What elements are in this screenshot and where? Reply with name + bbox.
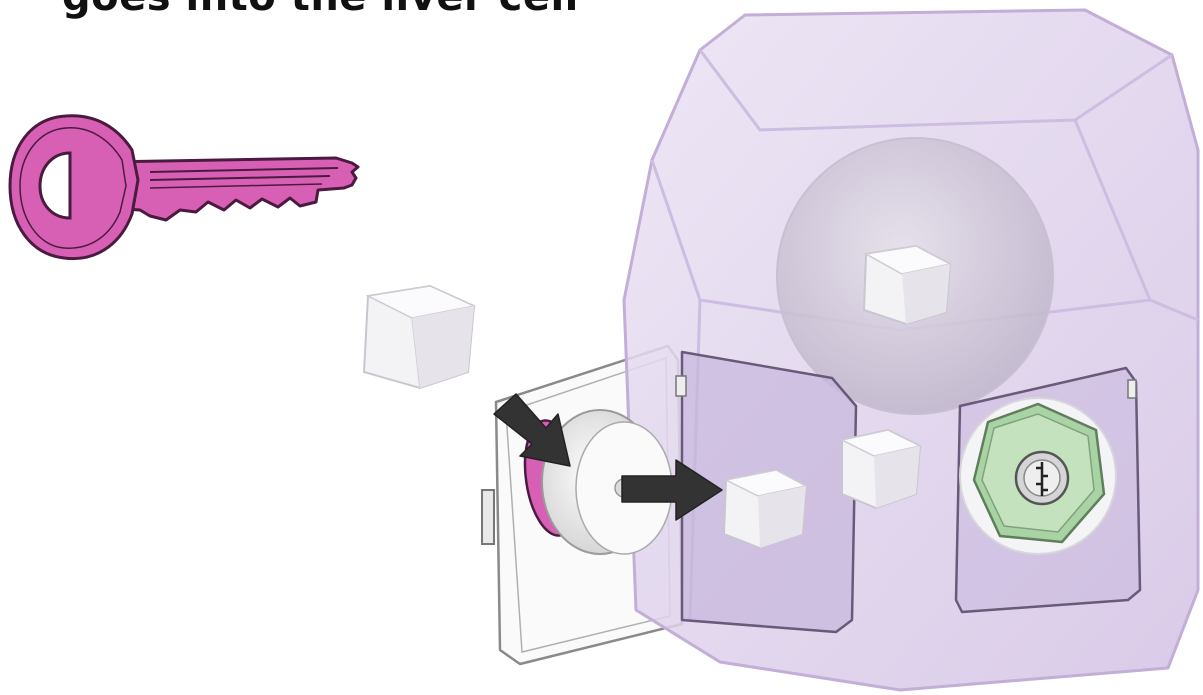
sugar-cube-icon: [362, 284, 477, 390]
arrow-icon: [621, 459, 723, 521]
sugar-cube-icon: [862, 244, 953, 326]
caption-title: goes into the liver cell: [62, 0, 579, 20]
sugar-cube-icon: [722, 468, 809, 550]
sugar-cube-icon: [839, 428, 923, 510]
arrow-icon: [493, 393, 571, 467]
key-icon: [8, 114, 360, 261]
lock-icon: [959, 397, 1117, 555]
